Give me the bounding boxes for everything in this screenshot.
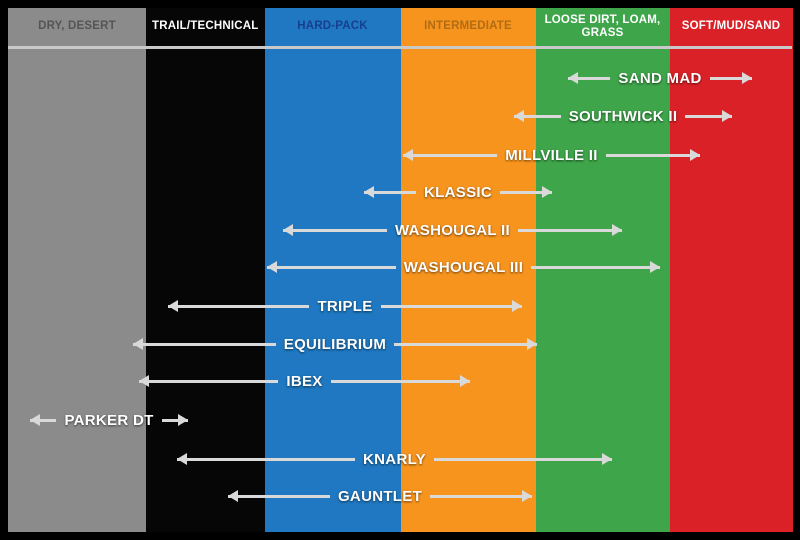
column-header-trail-technical: TRAIL/TECHNICAL (152, 20, 259, 33)
column-body-hard-pack (265, 46, 401, 532)
column-soft-mud-sand: SOFT/MUD/SAND (669, 8, 793, 532)
tire-terrain-chart: DRY, DESERT TRAIL/TECHNICAL HARD-PACK IN… (8, 8, 793, 532)
column-header-soft-mud-sand: SOFT/MUD/SAND (681, 20, 781, 33)
column-body-trail-technical (146, 46, 265, 532)
column-trail-technical: TRAIL/TECHNICAL (146, 8, 265, 532)
column-body-intermediate (401, 46, 536, 532)
column-intermediate: INTERMEDIATE (400, 8, 536, 532)
column-header-dry-desert: DRY, DESERT (38, 20, 116, 33)
column-hard-pack: HARD-PACK (264, 8, 401, 532)
column-header-loose-dirt-loam-grass: LOOSE DIRT, LOAM, GRASS (544, 13, 661, 39)
column-body-soft-mud-sand (670, 46, 793, 532)
column-dry-desert: DRY, DESERT (8, 8, 146, 532)
column-loose-dirt-loam-grass: LOOSE DIRT, LOAM, GRASS (535, 8, 670, 532)
header-divider (8, 46, 792, 49)
column-header-hard-pack: HARD-PACK (297, 20, 368, 33)
column-body-dry-desert (8, 46, 146, 532)
column-body-loose-dirt-loam-grass (536, 46, 670, 532)
column-header-intermediate: INTERMEDIATE (424, 20, 512, 33)
